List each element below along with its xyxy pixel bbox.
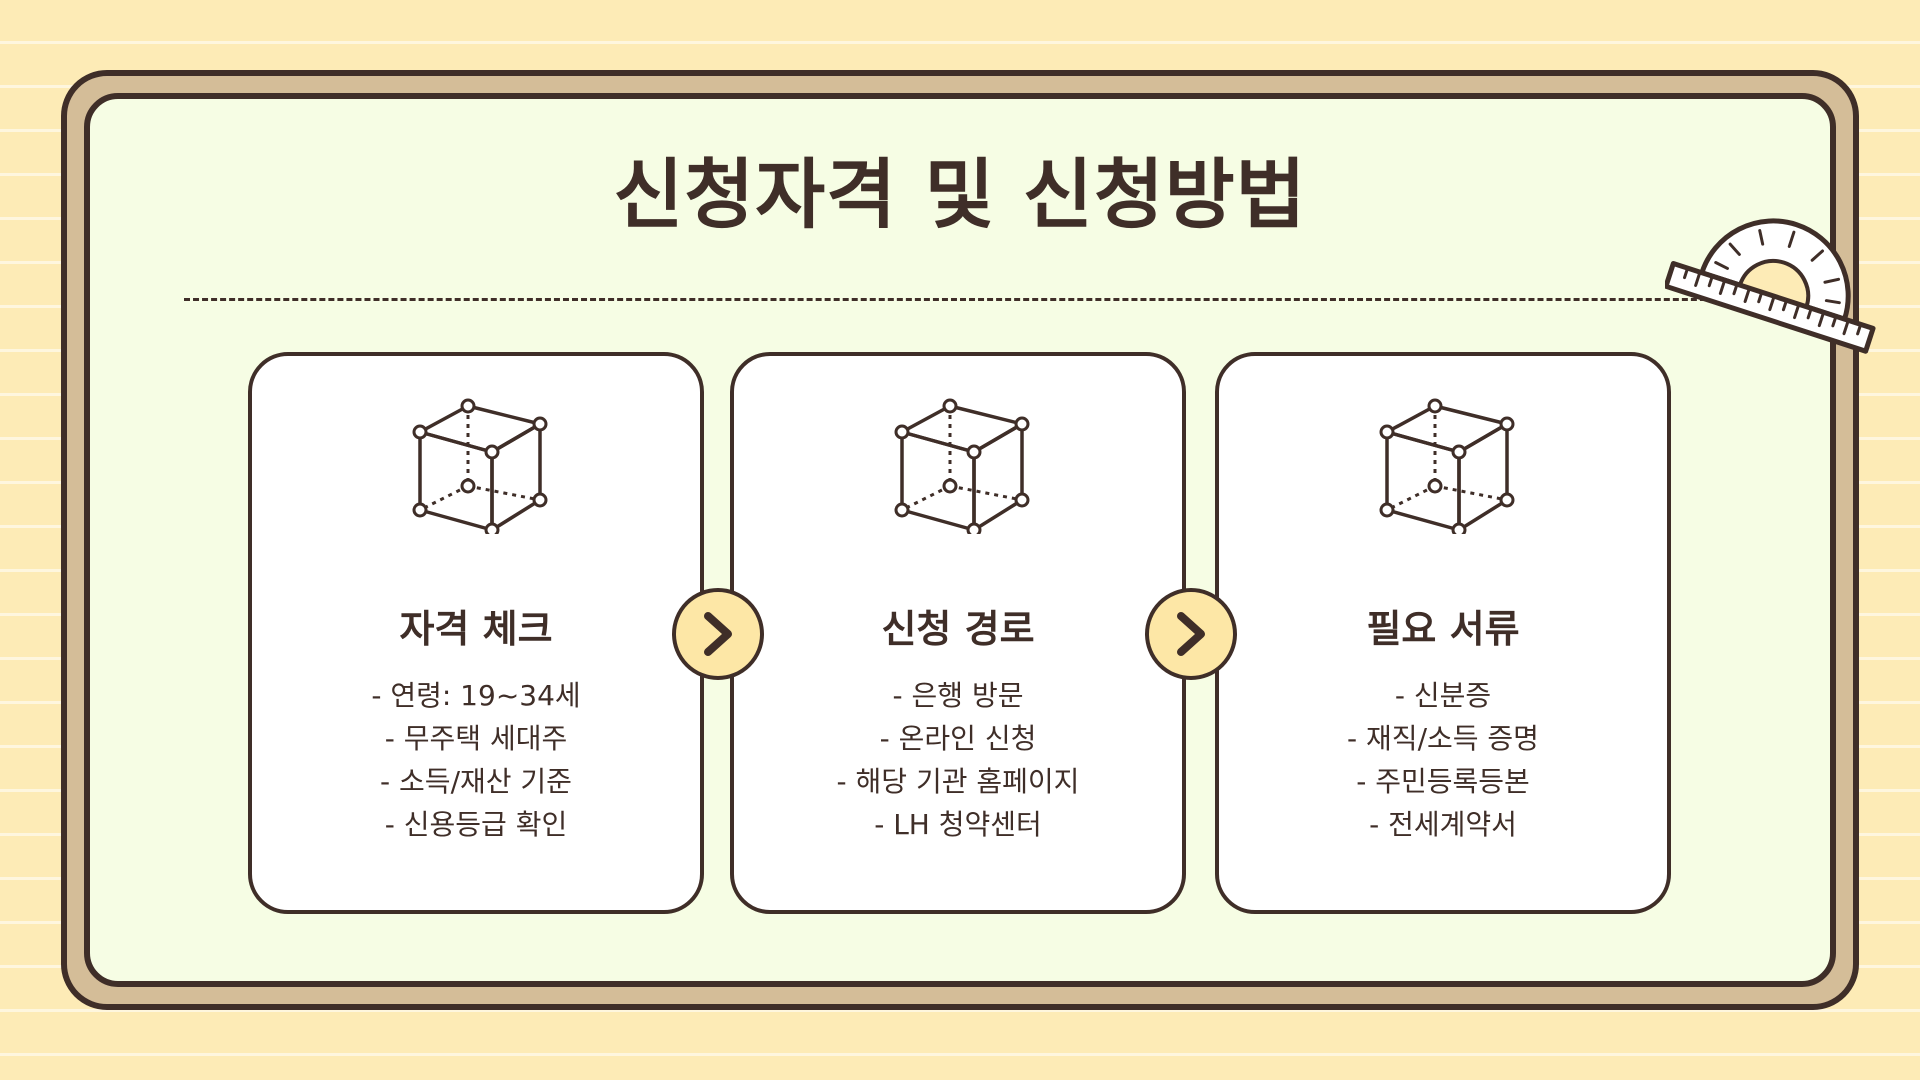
- card-item-list: - 신분증 - 재직/소득 증명 - 주민등록등본 - 전세계약서: [1219, 674, 1667, 846]
- list-item: - 재직/소득 증명: [1347, 722, 1539, 755]
- card-item-list: - 연령: 19~34세 - 무주택 세대주 - 소득/재산 기준 - 신용등급…: [252, 674, 700, 846]
- next-step-arrow-1: [672, 588, 764, 680]
- list-item: - 신용등급 확인: [384, 808, 568, 841]
- cube-icon: [1379, 398, 1515, 534]
- list-item: - 신분증: [1394, 679, 1492, 712]
- list-item: - LH 청약센터: [874, 808, 1042, 841]
- card-eligibility-check: 자격 체크 - 연령: 19~34세 - 무주택 세대주 - 소득/재산 기준 …: [248, 352, 704, 914]
- list-item: - 주민등록등본: [1356, 765, 1530, 798]
- chevron-right-icon: [704, 612, 732, 656]
- cube-icon: [894, 398, 1030, 534]
- next-step-arrow-2: [1145, 588, 1237, 680]
- list-item: - 소득/재산 기준: [380, 765, 572, 798]
- list-item: - 해당 기관 홈페이지: [836, 765, 1080, 798]
- card-item-list: - 은행 방문 - 온라인 신청 - 해당 기관 홈페이지 - LH 청약센터: [734, 674, 1182, 846]
- card-required-documents: 필요 서류 - 신분증 - 재직/소득 증명 - 주민등록등본 - 전세계약서: [1215, 352, 1671, 914]
- list-item: - 무주택 세대주: [384, 722, 568, 755]
- dashed-divider: [184, 298, 1742, 301]
- cube-icon: [412, 398, 548, 534]
- protractor-icon: [1665, 218, 1876, 354]
- slide-title: 신청자격 및 신청방법: [613, 150, 1307, 239]
- card-title: 신청 경로: [881, 607, 1035, 651]
- list-item: - 온라인 신청: [879, 722, 1037, 755]
- card-application-route: 신청 경로 - 은행 방문 - 온라인 신청 - 해당 기관 홈페이지 - LH…: [730, 352, 1186, 914]
- chevron-right-icon: [1177, 612, 1205, 656]
- list-item: - 은행 방문: [892, 679, 1024, 712]
- card-title: 필요 서류: [1366, 607, 1520, 651]
- card-title: 자격 체크: [399, 607, 553, 651]
- list-item: - 연령: 19~34세: [371, 679, 581, 712]
- list-item: - 전세계약서: [1369, 808, 1517, 841]
